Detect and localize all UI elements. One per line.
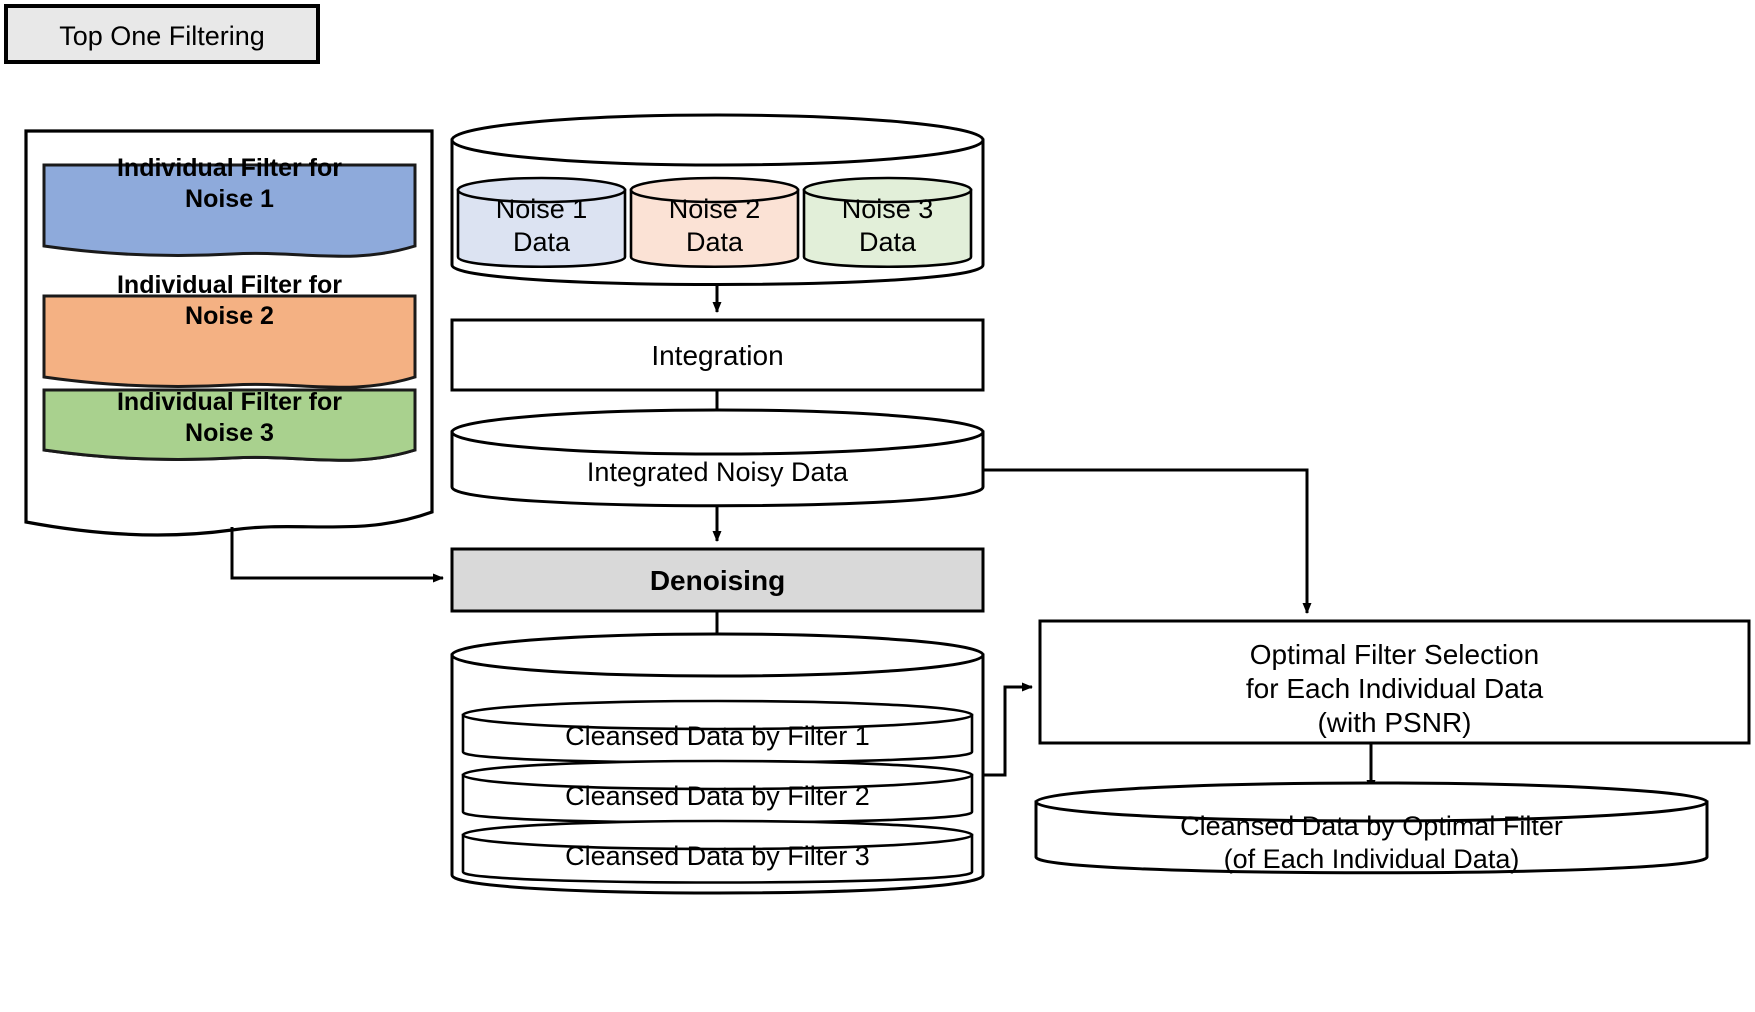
- noise-cyl-3-body: [802, 188, 973, 269]
- arrow-cleansed-to-optimal-selection: [983, 682, 1033, 777]
- cleansed-cyl-1-top: [461, 699, 974, 731]
- title-box: [4, 4, 320, 64]
- cleansed-cyl-3-top: [461, 819, 974, 851]
- integration-box: [450, 318, 985, 392]
- filter-shape-3-body: [42, 388, 417, 462]
- noise-cyl-3-top: [802, 176, 973, 204]
- optimal-output-cylinder-top: [1034, 781, 1709, 823]
- noise-cyl-2-top: [629, 176, 800, 204]
- filter-shape-2: [42, 294, 417, 389]
- noise-cyl-2-body: [629, 188, 800, 269]
- optimal-filter-selection-box: [1038, 619, 1751, 745]
- arrow-noisy-to-optimal-selection: [983, 468, 1312, 614]
- cleansed-cyl-2-top: [461, 759, 974, 791]
- filter-shape-1: [42, 163, 417, 258]
- noise-cyl-1-top: [456, 176, 627, 204]
- integrated-noisy-cylinder-top: [450, 408, 985, 456]
- noise-container-top-ellipse: [450, 113, 985, 167]
- cleansed-container-top: [450, 632, 985, 678]
- denoising-box: [450, 547, 985, 613]
- arrow-filters-to-denoising: [230, 527, 444, 583]
- noise-cyl-1-body: [456, 188, 627, 269]
